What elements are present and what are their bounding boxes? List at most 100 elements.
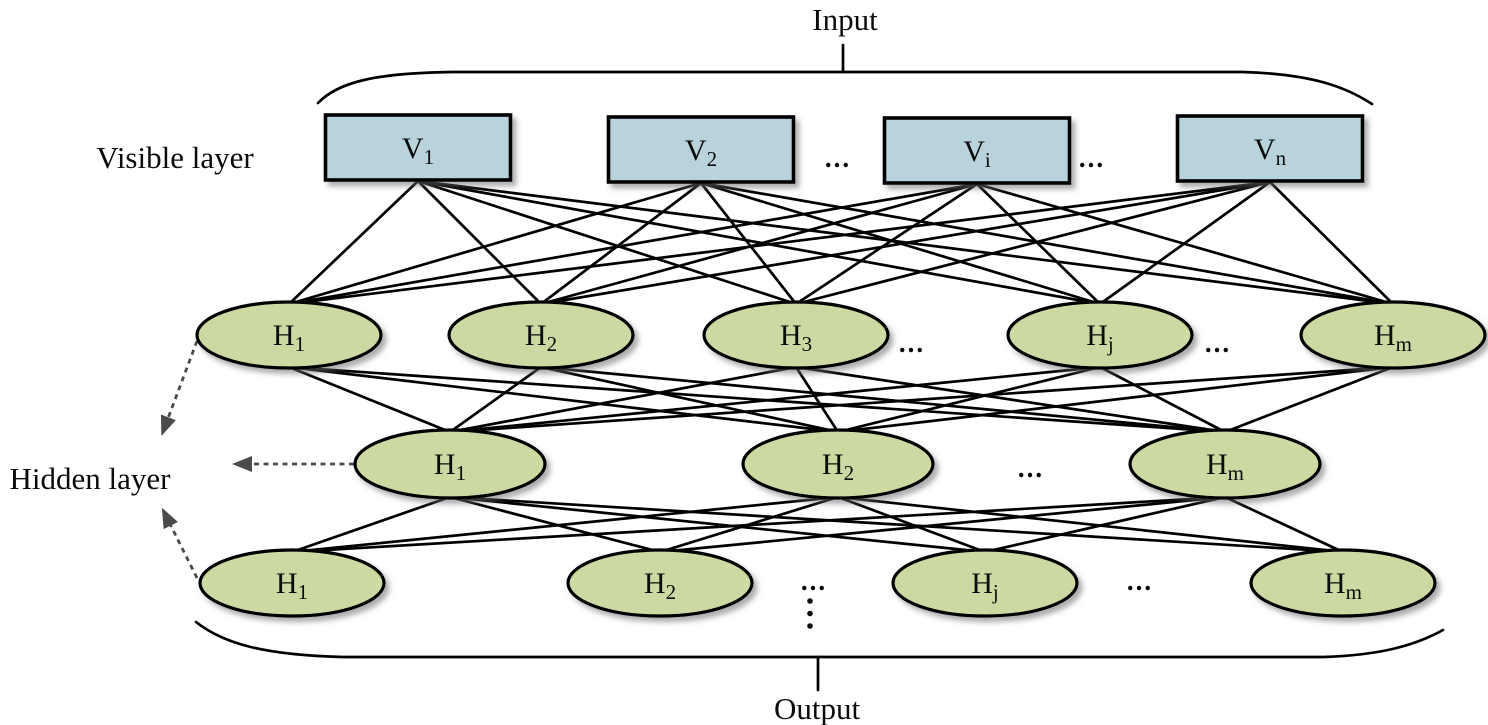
node-ellipse: [702, 300, 890, 370]
node-ellipse: [741, 428, 935, 500]
node-label: Hj: [971, 567, 999, 604]
visible-row-ellipsis-2: ...: [1079, 143, 1105, 173]
connection-line: [417, 179, 1101, 306]
hidden2-node-h1: H1: [353, 428, 547, 500]
connection-line: [449, 365, 1101, 434]
vertical-ellipsis: [807, 598, 813, 629]
visible-layer-label: Visible layer: [96, 140, 254, 175]
connection-line: [795, 182, 978, 306]
node-label: H3: [780, 319, 812, 356]
node-label: Vn: [1254, 133, 1287, 170]
node-ellipse: [353, 428, 547, 500]
visible-node-v1: V1: [323, 113, 513, 182]
connection-line: [540, 182, 978, 306]
connection-line: [449, 495, 986, 554]
node-label: H1: [273, 319, 305, 356]
connection-line: [837, 495, 1344, 554]
hidden-row-3: H1 H2 ... Hj ... Hm: [198, 548, 1437, 618]
visible-node-vi: Vi: [882, 116, 1072, 185]
connection-line: [288, 181, 702, 306]
node-ellipse: [198, 548, 386, 618]
hidden-layer-label: Hidden layer: [10, 461, 172, 496]
node-ellipse: [891, 548, 1079, 618]
visible-node-v2: V2: [606, 115, 796, 184]
connection-line: [1099, 365, 1226, 434]
connection-line: [288, 365, 839, 434]
node-ellipse: [566, 548, 754, 618]
node-label: V1: [402, 132, 434, 169]
hidden1-ellipsis-1: ...: [899, 328, 925, 358]
connection-line: [417, 179, 797, 306]
hidden-layer-arrows: [160, 340, 354, 579]
hidden3-node-hm: Hm: [1249, 548, 1437, 618]
hidden-row-2: H1 H2 ... Hm: [353, 428, 1322, 500]
connection-edges: [288, 179, 1394, 554]
node-box: [606, 115, 796, 184]
node-label: H2: [644, 567, 676, 604]
connection-line: [288, 365, 1226, 434]
connection-line: [795, 365, 1226, 434]
hidden-layer-arrow-bottom: [161, 507, 199, 579]
connection-line: [659, 495, 1226, 554]
node-ellipse: [1128, 428, 1322, 500]
input-label: Input: [812, 2, 878, 37]
connection-line: [837, 495, 986, 554]
connection-line: [291, 495, 1226, 554]
output-label: Output: [774, 691, 861, 725]
hidden3-node-h1: H1: [198, 548, 386, 618]
hidden2-node-hm: Hm: [1128, 428, 1322, 500]
connection-line: [540, 180, 1271, 306]
connection-line: [540, 181, 702, 306]
node-label: H2: [525, 319, 557, 356]
connection-line: [984, 495, 1226, 554]
input-brace: [316, 43, 1374, 106]
connection-line: [288, 180, 1271, 306]
visible-layer-row: V1 V2 ... Vi ... Vn: [323, 113, 1365, 185]
connection-line: [291, 495, 451, 554]
connection-line: [288, 182, 978, 306]
node-label: H1: [276, 567, 308, 604]
node-label: Hm: [1324, 567, 1362, 604]
hidden2-node-h2: H2: [741, 428, 935, 500]
connection-line: [700, 181, 1394, 306]
connection-line: [288, 365, 451, 434]
connection-line: [837, 365, 1394, 434]
hidden1-node-hm: Hm: [1299, 300, 1487, 370]
node-label: V2: [685, 134, 717, 171]
node-label: H2: [822, 448, 854, 485]
hidden3-node-hj: Hj: [891, 548, 1079, 618]
node-box: [882, 116, 1072, 185]
node-label: Hm: [1374, 319, 1412, 356]
node-label: H1: [434, 448, 466, 485]
connection-line: [288, 180, 419, 305]
node-ellipse: [447, 300, 635, 370]
node-label: Vi: [963, 135, 991, 172]
hidden3-ellipsis-1: ...: [801, 566, 827, 596]
node-label: Hm: [1206, 448, 1244, 485]
hidden3-node-h2: H2: [566, 548, 754, 618]
connection-line: [449, 365, 1394, 434]
node-ellipse: [1249, 548, 1437, 618]
connection-line: [449, 495, 1344, 554]
connection-line: [795, 180, 1271, 306]
connection-line: [699, 182, 798, 305]
hidden1-ellipsis-2: ...: [1205, 328, 1231, 358]
connection-line: [976, 183, 1101, 305]
node-label: Hj: [1086, 319, 1114, 356]
connection-line: [1224, 365, 1394, 434]
connection-line: [417, 180, 542, 305]
node-ellipse: [1006, 300, 1194, 370]
connection-line: [1224, 495, 1344, 554]
hidden1-node-h3: H3: [702, 300, 890, 370]
connection-line: [1269, 181, 1394, 305]
hidden-row-1: H1 H2 H3 ... Hj ... Hm: [195, 300, 1487, 370]
node-box: [1175, 114, 1365, 183]
connection-line: [540, 365, 839, 434]
connection-line: [1099, 180, 1271, 306]
node-box: [323, 113, 513, 182]
hidden-layer-arrow-top: [160, 340, 199, 436]
connection-line: [291, 495, 839, 554]
hidden1-node-hj: Hj: [1006, 300, 1194, 370]
connection-line: [794, 366, 840, 433]
